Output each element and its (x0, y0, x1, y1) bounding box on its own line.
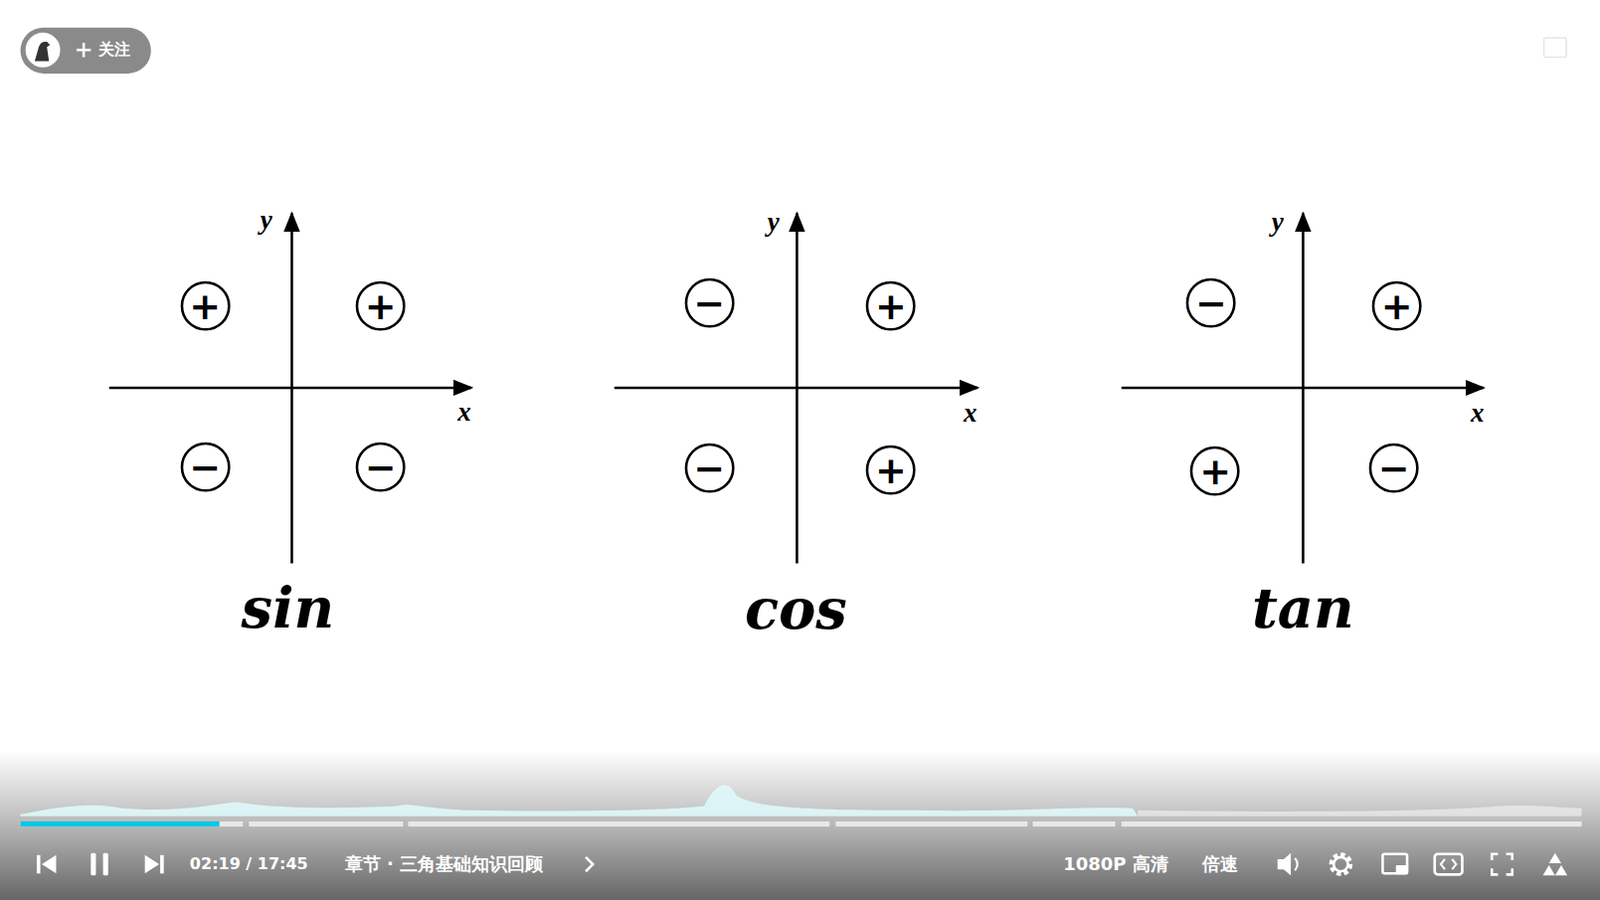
sign-symbol: + (1189, 445, 1241, 497)
function-name: cos (744, 578, 848, 641)
sign-symbol: − (355, 441, 406, 493)
sign-circle: − (355, 441, 406, 493)
axes (109, 212, 1484, 563)
quality-button: 1080P 高清 (1063, 854, 1169, 875)
player-shade (0, 749, 1600, 900)
sign-symbol: + (179, 280, 231, 332)
waveform (1137, 805, 1582, 817)
waveform (20, 784, 1139, 817)
sign-symbol: + (865, 280, 916, 332)
sign-circle: + (179, 280, 231, 332)
sign-symbol: − (1368, 442, 1420, 494)
player-icons (36, 853, 1568, 877)
sign-symbol: − (1185, 277, 1237, 329)
speed-button: 倍速 (1202, 854, 1239, 875)
axis-name: y (260, 205, 273, 236)
avatar (25, 32, 61, 68)
function-name: sin (241, 577, 336, 640)
sign-symbol: + (355, 280, 406, 332)
sign-circle: − (684, 277, 735, 329)
sign-circle: + (355, 280, 406, 332)
report-icon (1544, 37, 1568, 57)
sign-circle: − (1185, 277, 1237, 329)
plus-icon (76, 42, 91, 57)
sign-circle: + (865, 444, 916, 496)
progress-segments (20, 821, 1583, 827)
sign-circle: + (1371, 280, 1423, 332)
axis-name: y (767, 207, 780, 238)
sign-circle: + (865, 280, 916, 332)
sign-symbol: − (179, 441, 231, 493)
chapter-title: 章节 · 三角基础知识回顾 (345, 854, 543, 875)
function-name: tan (1251, 577, 1355, 640)
sign-symbol: − (684, 277, 735, 329)
axis-name: x (963, 398, 978, 429)
sign-circle: + (1189, 445, 1241, 497)
sign-circle: − (684, 442, 735, 494)
axis-name: x (457, 397, 472, 428)
axis-name: x (1470, 398, 1485, 429)
sign-symbol: + (1371, 280, 1423, 332)
sign-symbol: − (684, 442, 735, 494)
axis-name: y (1271, 207, 1284, 238)
sign-symbol: + (865, 444, 916, 496)
time-display: 02:19 / 17:45 (189, 855, 309, 874)
sign-circle: − (1368, 442, 1420, 494)
follow-text: 关注 (98, 40, 131, 59)
sign-circle: − (179, 441, 231, 493)
follow-pill (20, 27, 152, 74)
avatar-figure (34, 41, 50, 62)
progress-played (20, 821, 220, 827)
